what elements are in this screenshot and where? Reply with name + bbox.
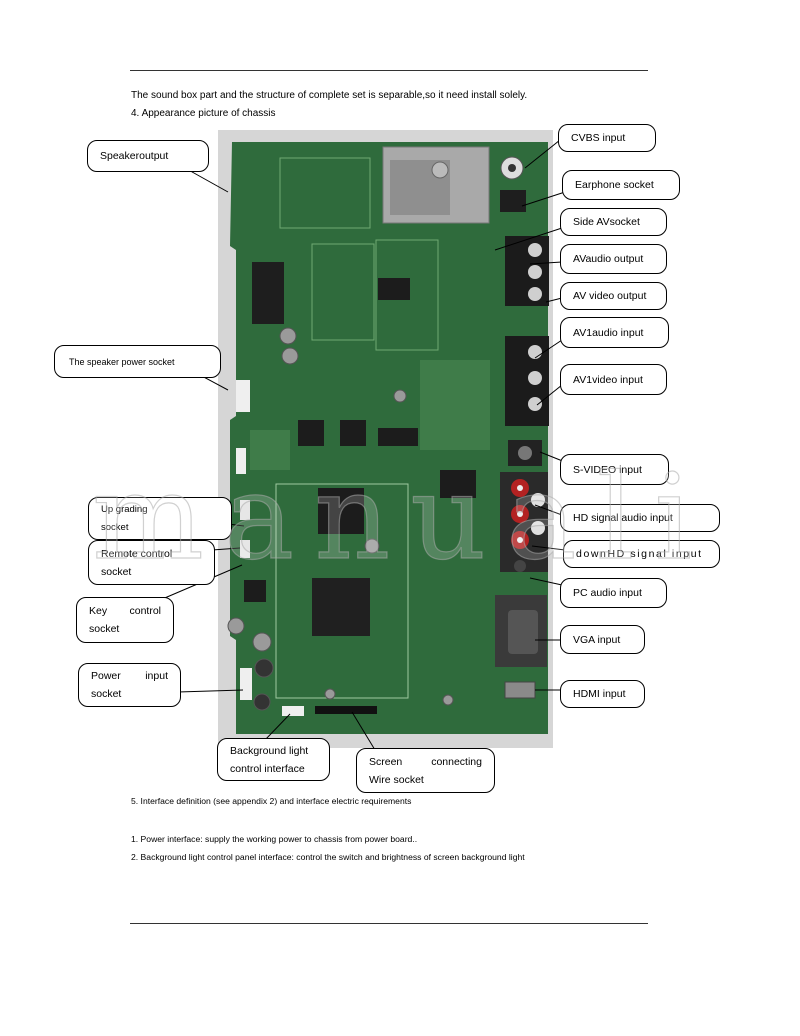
callout-av-audio-output: AVaudio output [560,244,667,274]
callout-label: VGA input [573,633,621,646]
callout-screen-wire-socket: Screen connecting Wire socket [356,748,495,793]
callout-key-control-socket: Key control socket [76,597,174,643]
callout-label: S-VIDEO input [573,463,642,476]
callout-remote-control-socket: Remote control socket [88,540,215,585]
callout-label: HD signal audio input [573,512,673,524]
callout-av1-audio-input: AV1audio input [560,317,669,348]
callout-label-line2: Wire socket [369,773,424,786]
callout-upgrading-socket: Up grading socket [88,497,232,540]
callout-power-input-socket: Power input socket [78,663,181,707]
callout-s-video-input: S-VIDEO input [560,454,669,485]
section-heading-4: 4. Appearance picture of chassis [131,108,276,119]
callout-label-line1: Power input [91,670,168,682]
chassis-photo [218,130,553,748]
callout-label-line1: Up grading [101,503,148,515]
callout-cvbs-input: CVBS input [558,124,656,152]
list-item: 1. Power interface: supply the working p… [131,834,418,844]
callout-label: Side AVsocket [573,216,640,228]
callout-speaker-output: Speakeroutput [87,140,209,172]
callout-label: Speakeroutput [100,150,169,162]
callout-label: AVaudio output [573,253,644,265]
callout-label-line1: Screen connecting [369,755,482,768]
callout-label-line1: Background light [230,744,309,757]
callout-speaker-power-socket: The speaker power socket [54,345,221,378]
callout-earphone-socket: Earphone socket [562,170,680,200]
callout-label: AV1video input [573,373,643,386]
list-item: 2. Background light control panel interf… [131,852,525,862]
callout-pc-audio-input: PC audio input [560,578,667,608]
callout-label: PC audio input [573,587,642,599]
callout-label: AV1audio input [573,326,644,339]
callout-label: Earphone socket [575,179,654,191]
callout-label-line2: control interface [230,762,305,775]
callout-label: The speaker power socket [69,356,175,367]
section-heading-5: 5. Interface definition (see appendix 2)… [131,796,412,806]
callout-label-line1: Remote control [101,547,173,560]
callout-av1-video-input: AV1video input [560,364,667,395]
callout-vga-input: VGA input [560,625,645,654]
top-rule [130,70,648,71]
callout-down-hd-signal-input: downHD signal input [563,540,720,568]
callout-label: downHD signal input [576,548,703,560]
callout-background-light-interface: Background light control interface [217,738,330,781]
intro-text: The sound box part and the structure of … [131,90,528,101]
callout-label-line2: socket [89,623,120,635]
callout-label: HDMI input [573,688,626,700]
callout-label-line2: socket [101,521,129,533]
bottom-rule [130,923,648,924]
callout-hd-signal-audio-input: HD signal audio input [560,504,720,532]
callout-label: CVBS input [571,132,626,144]
callout-side-av-socket: Side AVsocket [560,208,667,236]
callout-label-line1: Key control [89,605,161,617]
callout-label-line2: socket [101,565,132,578]
callout-hdmi-input: HDMI input [560,680,645,708]
callout-av-video-output: AV video output [560,282,667,310]
callout-label-line2: socket [91,688,122,700]
callout-label: AV video output [573,290,647,302]
